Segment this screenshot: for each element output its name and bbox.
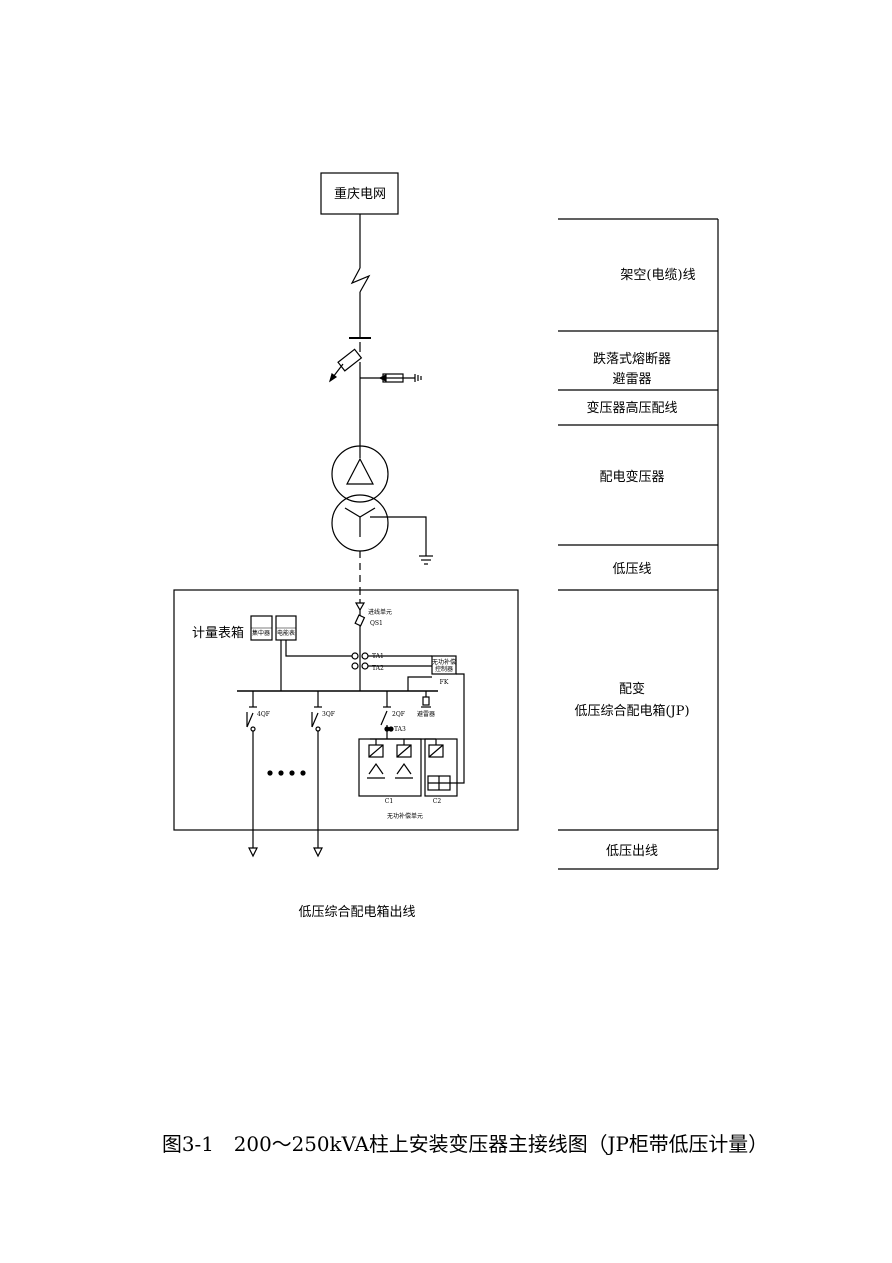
jp-box: [173, 589, 519, 831]
compensation-label: 无功补偿单元: [387, 812, 423, 820]
legend-jp-line1: 配变: [619, 681, 645, 697]
arrester-icon: [360, 373, 422, 383]
legend-hv-wiring: 变压器高压配线: [586, 400, 677, 416]
qs1-label: QS1: [370, 620, 383, 627]
overhead-line-symbol: [350, 267, 371, 293]
ta1-label: TA1: [372, 653, 384, 660]
capacitor-icon: [367, 739, 451, 791]
ta2-label: TA2: [372, 665, 384, 672]
cap-c2-label: C2: [433, 798, 442, 805]
legend-overhead-line: 架空(电缆)线: [620, 267, 695, 283]
legend-lv-line: 低压线: [612, 562, 651, 577]
legend-table: [558, 218, 719, 870]
meter-label: 电能表: [277, 629, 295, 637]
controller-code: FK: [440, 679, 449, 686]
ta3-label: TA3: [394, 726, 406, 733]
grid-label: 重庆电网: [334, 186, 386, 202]
arrester-label: 避雷器: [417, 710, 435, 718]
controller-box: [431, 655, 457, 675]
legend-jp-line2: 低压综合配电箱(JP): [574, 703, 689, 719]
meter-box-label: 计量表箱: [192, 625, 244, 641]
outlet-caption: 低压综合配电箱出线: [298, 904, 415, 920]
compensation-box: [358, 738, 422, 797]
more-feeders-dots: [267, 770, 306, 776]
legend-lv-outlet: 低压出线: [606, 844, 658, 859]
breaker-2qf-label: 2QF: [392, 711, 405, 718]
incoming-unit-label: 进线单元: [368, 608, 392, 616]
legend-fuse: 跌落式熔断器: [593, 351, 671, 367]
legend-transformer: 配电变压器: [599, 469, 664, 485]
legend-arrester: 避雷器: [612, 372, 651, 387]
cap-c1-label: C1: [385, 798, 393, 805]
transformer-icon: [331, 445, 433, 565]
breaker-4qf-label: 4QF: [257, 711, 270, 718]
breaker-3qf-label: 3QF: [322, 711, 335, 718]
dropout-fuse-icon: [328, 342, 363, 458]
figure-caption: 图3-1 200～250kVA柱上安装变压器主接线图（JP柜带低压计量）: [162, 1132, 768, 1156]
controller-label-2: 控制器: [435, 665, 453, 673]
controller-label-1: 无功补偿: [432, 658, 456, 666]
ct-icon: [351, 652, 432, 670]
concentrator-label: 集中器: [252, 629, 270, 637]
